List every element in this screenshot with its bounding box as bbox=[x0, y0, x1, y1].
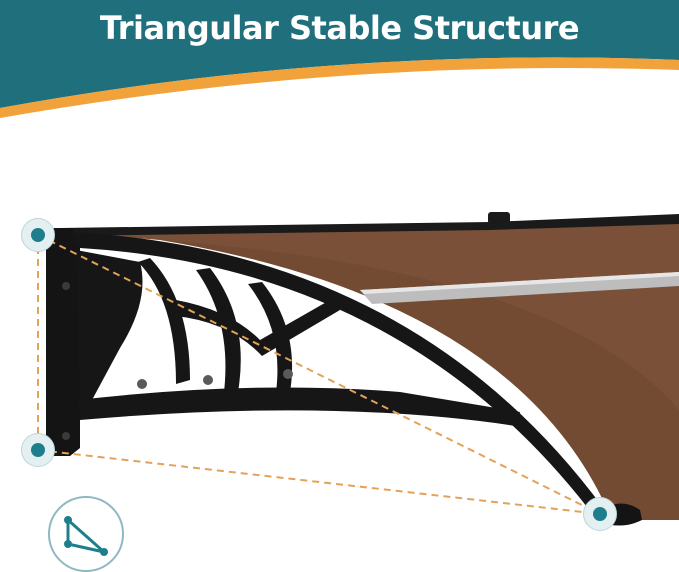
wall-plate bbox=[46, 228, 80, 456]
node-top-anchor bbox=[21, 218, 55, 252]
node-bottom-anchor bbox=[21, 433, 55, 467]
node-front-tip bbox=[583, 497, 617, 531]
bracket bbox=[70, 232, 612, 524]
structure-lines bbox=[37, 234, 601, 515]
triangle-structure-icon bbox=[48, 496, 124, 572]
triangle-icon-glyph bbox=[64, 516, 108, 556]
banner-title: Triangular Stable Structure bbox=[99, 9, 580, 47]
banner-background bbox=[0, 0, 679, 118]
